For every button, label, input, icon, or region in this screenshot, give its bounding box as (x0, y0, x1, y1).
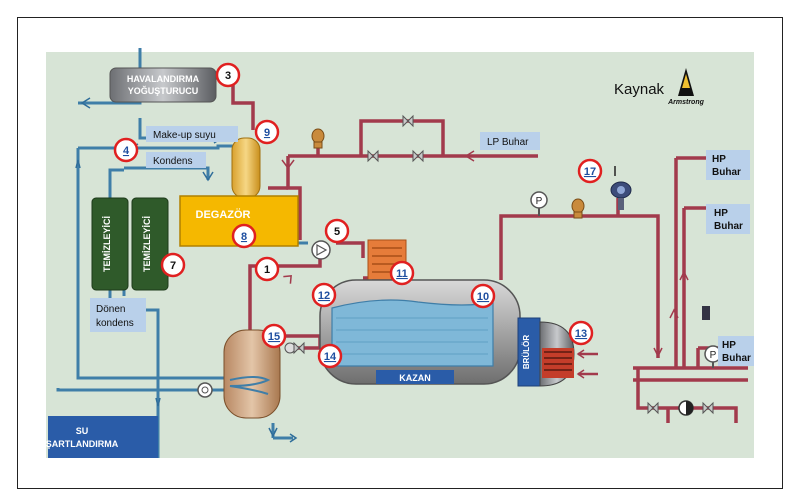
callout-numbers: 3 4 9 5 8 7 1 11 12 10 15 14 13 17 (123, 70, 596, 363)
hp-steam-label-box-1: HP Buhar (706, 150, 750, 180)
boiler-label: KAZAN (399, 373, 431, 383)
armstrong-logo: Armstrong (667, 68, 705, 106)
hp-steam-1-label-2: Buhar (712, 167, 741, 178)
hp-steam-3-label-1: HP (722, 340, 736, 351)
feed-pump (311, 240, 331, 260)
water-treatment-label-1: SU (76, 426, 89, 436)
steam-traps (311, 128, 585, 219)
callout-10: 10 (477, 291, 489, 303)
hp-steam-label-box-2: HP Buhar (706, 204, 750, 234)
return-condensate-label-1: Dönen (96, 304, 125, 315)
callout-11: 11 (396, 268, 408, 280)
burner-label: BRÜLÖR (522, 335, 531, 369)
softener-left-label: TEMİZLEYİCİ (102, 216, 112, 272)
lp-steam-label-box: LP Buhar (480, 132, 540, 150)
callout-4: 4 (123, 145, 130, 157)
steam-system-diagram: P P HAVALANDIRMA YOĞUŞTURUCU DEGAZÖR TEM… (46, 48, 754, 458)
diagram-frame: P P HAVALANDIRMA YOĞUŞTURUCU DEGAZÖR TEM… (17, 17, 783, 489)
pressure-gauge-label: P (536, 196, 543, 207)
hp-steam-label-box-3: HP Buhar (718, 336, 754, 366)
condensate-label-box: Kondens (146, 152, 206, 168)
flow-transmitter-icon (610, 166, 632, 210)
deaerator-label: DEGAZÖR (196, 208, 251, 221)
callout-12: 12 (318, 290, 330, 302)
vent-condenser: HAVALANDIRMA YOĞUŞTURUCU (109, 67, 217, 103)
return-condensate-label-2: kondens (96, 318, 134, 329)
makeup-label-box: Make-up suyu (146, 126, 238, 142)
level-gauge-icon (702, 306, 710, 320)
softener-right: TEMİZLEYİCİ (131, 197, 169, 291)
water-treatment-panel: SU ŞARTLANDIRMA (46, 416, 158, 458)
pressure-gauge-3 (197, 382, 213, 398)
condensate-label: Kondens (153, 156, 192, 167)
hp-steam-1-label-1: HP (712, 154, 726, 165)
water-treatment-label-2: ŞARTLANDIRMA (46, 439, 119, 449)
hp-steam-2-label-2: Buhar (714, 221, 743, 232)
softener-right-label: TEMİZLEYİCİ (142, 216, 152, 272)
hp-steam-3-label-2: Buhar (722, 353, 751, 364)
callout-7: 7 (170, 260, 176, 272)
pressure-gauge-1: P (530, 191, 548, 216)
logo-text: Armstrong (667, 99, 705, 106)
vent-condenser-label-2: YOĞUŞTURUCU (128, 85, 199, 96)
hp-steam-2-label-1: HP (714, 208, 728, 219)
steam-flow-arrows (281, 150, 689, 358)
callout-14: 14 (324, 351, 337, 363)
callout-17: 17 (584, 166, 596, 178)
callout-1: 1 (264, 264, 270, 276)
check-valve-fill (686, 401, 693, 415)
callout-8: 8 (241, 231, 247, 243)
feed-valve (284, 341, 305, 355)
softener-left: TEMİZLEYİCİ (91, 197, 129, 291)
vent-condenser-label-1: HAVALANDIRMA (127, 74, 200, 84)
callout-15: 15 (268, 331, 280, 343)
lp-valves (367, 114, 714, 415)
callout-3: 3 (225, 70, 231, 82)
burner: BRÜLÖR (517, 317, 598, 387)
callout-markers (113, 62, 603, 369)
callout-5: 5 (334, 226, 340, 238)
callout-13: 13 (575, 328, 587, 340)
lp-steam-label: LP Buhar (487, 137, 529, 148)
source-label: Kaynak (614, 81, 665, 98)
makeup-label: Make-up suyu (153, 130, 216, 141)
callout-9: 9 (264, 127, 270, 139)
pressure-gauge-label: P (710, 350, 717, 361)
feedwater-tank (223, 329, 281, 419)
return-condensate-label-box: Dönen kondens (90, 298, 146, 332)
